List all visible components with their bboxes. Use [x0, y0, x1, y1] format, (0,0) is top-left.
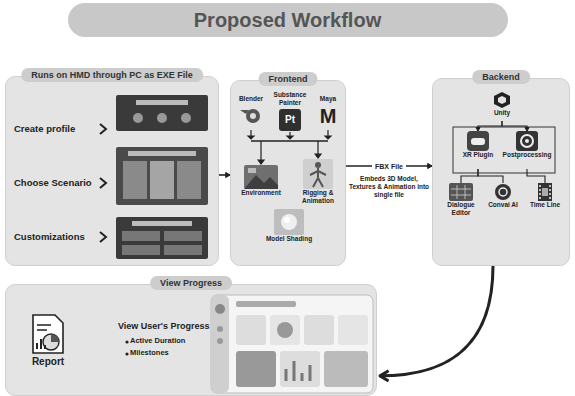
- step-label: Customizations: [14, 229, 98, 245]
- tool-icon: [263, 209, 315, 235]
- bullet-item: Milestones: [130, 348, 169, 357]
- tool-icon-svg: [274, 209, 304, 235]
- arrow-head: [525, 128, 529, 131]
- tool-icon: [20, 313, 76, 355]
- connector-line: [478, 169, 503, 183]
- tool-label: Rigging & Animation: [293, 189, 343, 205]
- tool-icon-svg: [449, 183, 473, 201]
- step-label: Choose Scenario: [14, 175, 98, 191]
- connector: [476, 121, 502, 131]
- group-panel: View ProgressReport: [5, 284, 377, 396]
- tool-label: Report: [20, 355, 76, 369]
- tool-icon: [485, 91, 519, 109]
- tool-icon: [485, 183, 521, 201]
- tool-node: Time Line: [527, 183, 563, 227]
- connector: [478, 169, 503, 183]
- tool-label: XR Plugin: [457, 151, 499, 159]
- tool-label: Dialogue Editor: [441, 201, 481, 217]
- tool-label: Environment: [237, 189, 285, 197]
- tool-node: Environment: [237, 165, 285, 205]
- tool-label: Maya: [313, 95, 343, 103]
- tool-node: Postprocessing: [502, 131, 553, 169]
- tool-label: Convai AI: [485, 201, 521, 209]
- tool-icon-svg: [494, 183, 512, 201]
- tool-icon: [235, 105, 267, 125]
- tool-label: Postprocessing: [502, 151, 553, 159]
- tool-icon-svg: [467, 131, 489, 151]
- tool-icon-svg: [538, 183, 552, 201]
- step-item: Create profile: [14, 121, 98, 137]
- tool-icon: [457, 131, 499, 151]
- tool-node: Rigging & Animation: [293, 159, 343, 207]
- title-banner: Proposed Workflow: [68, 3, 508, 37]
- tool-icon: [502, 131, 553, 151]
- tool-node: Dialogue Editor: [441, 183, 481, 227]
- connector-line: [502, 121, 527, 131]
- connector-line: [527, 169, 545, 183]
- edge-label: FBX File: [372, 162, 406, 171]
- group-panel: BackendUnityXR PluginPostprocessingDialo…: [432, 78, 570, 266]
- tool-icon: [441, 183, 481, 201]
- panel-heading: Runs on HMD through PC as EXE File: [21, 68, 203, 82]
- connector: [219, 172, 230, 177]
- tool-icon-svg: [239, 105, 263, 125]
- tool-label: Substance Painter: [271, 91, 309, 107]
- tool-icon-svg: [244, 165, 278, 189]
- tool-node: XR Plugin: [457, 131, 499, 169]
- group-panel: Runs on HMD through PC as EXE FileCreate…: [5, 76, 219, 266]
- connector: [502, 121, 529, 131]
- tool-icon: [527, 183, 563, 201]
- tool-node: Unity: [485, 91, 519, 121]
- arrow-head: [226, 172, 230, 177]
- tool-icon: [237, 165, 285, 189]
- icon-glyph: M: [317, 105, 339, 127]
- arrow-note: Embeds 3D Model, Textures & Animation in…: [347, 175, 431, 199]
- tool-icon-svg: [303, 159, 333, 189]
- arrow-head: [476, 128, 480, 131]
- bullet-item: Active Duration: [130, 336, 185, 345]
- panel-heading: View Progress: [150, 276, 232, 290]
- connector-line: [461, 169, 478, 183]
- step-item: Customizations: [14, 229, 98, 245]
- step-label: Create profile: [14, 121, 98, 137]
- tool-label: Model Shading: [263, 235, 315, 243]
- tool-node: Blender: [235, 95, 267, 129]
- tool-label: Time Line: [527, 201, 563, 209]
- connector: [380, 266, 493, 381]
- tool-node: Report: [20, 313, 76, 383]
- connector-line: [380, 266, 493, 376]
- tool-icon: [293, 159, 343, 189]
- arrow-head: [428, 163, 432, 168]
- arrow-head: [380, 371, 389, 381]
- step-item: Choose Scenario: [14, 175, 98, 191]
- connector: [527, 169, 545, 183]
- connector: [461, 169, 478, 183]
- panel-heading: Frontend: [259, 72, 318, 86]
- tool-icon-svg: [516, 131, 538, 151]
- panel-heading: Backend: [472, 70, 530, 84]
- icon-glyph: Pt: [279, 109, 301, 131]
- connector-line: [478, 121, 502, 131]
- tool-icon-svg: [27, 313, 69, 355]
- tool-node: Convai AI: [485, 183, 521, 227]
- tool-node: Model Shading: [263, 209, 315, 253]
- tool-label: Blender: [235, 95, 267, 103]
- tool-icon-svg: [493, 91, 511, 109]
- progress-heading: View User's Progress: [118, 321, 210, 332]
- tool-label: Unity: [485, 109, 519, 117]
